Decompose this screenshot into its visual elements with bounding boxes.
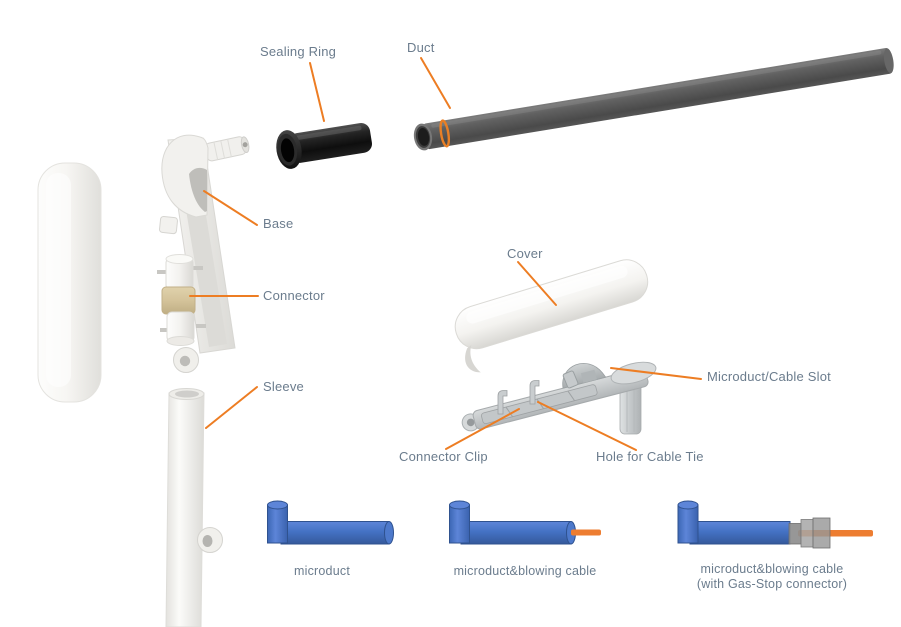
base-part: [157, 134, 250, 373]
duct-part: [413, 48, 894, 151]
leader-base: [203, 190, 258, 226]
sealing-ring-part: [276, 123, 372, 169]
label-connector: Connector: [263, 288, 325, 303]
microduct-gasstop-illustration: [677, 500, 873, 549]
gas-stop-connector: [788, 517, 831, 549]
label-hole-for-cable-tie: Hole for Cable Tie: [596, 449, 704, 464]
caption-gasstop-line2: (with Gas-Stop connector): [696, 576, 848, 591]
caption-microduct: microduct: [294, 564, 350, 578]
microduct-blowing-cable-illustration: [449, 500, 601, 545]
tray-pillar: [619, 381, 642, 435]
caption-microduct-gasstop: microduct&blowing cable (with Gas-Stop c…: [697, 562, 847, 591]
label-sealing-ring: Sealing Ring: [260, 44, 337, 59]
blowing-cable: [571, 529, 601, 536]
leader-lines: [189, 57, 702, 451]
label-connector-clip: Connector Clip: [399, 449, 488, 464]
base-nozzle: [204, 136, 250, 162]
connector-part: [157, 254, 206, 346]
label-microduct-cable-slot: Microduct/Cable Slot: [707, 369, 831, 384]
leader-connector-clip: [445, 408, 520, 450]
leader-hole-for-cable-tie: [537, 401, 637, 451]
leader-microduct-cable-slot: [610, 367, 702, 380]
caption-gasstop-line1: microduct&blowing cable: [700, 562, 844, 576]
leader-duct: [420, 57, 451, 109]
cover-part: [454, 259, 649, 373]
label-sleeve: Sleeve: [263, 379, 304, 394]
duct-orange-ring: [439, 119, 451, 148]
label-cover: Cover: [507, 246, 543, 261]
leader-sealing-ring: [309, 62, 325, 122]
side-cover-part: [37, 162, 102, 403]
label-duct: Duct: [407, 40, 435, 55]
leader-cover: [517, 261, 557, 306]
label-base: Base: [263, 216, 294, 231]
sleeve-part: [165, 388, 223, 627]
cable-tie-post: [529, 380, 540, 405]
connector-clip-post: [497, 390, 508, 415]
caption-microduct-blowing-cable: microduct&blowing cable: [453, 564, 597, 578]
microduct-illustration: [267, 500, 394, 545]
leader-sleeve: [205, 386, 258, 429]
